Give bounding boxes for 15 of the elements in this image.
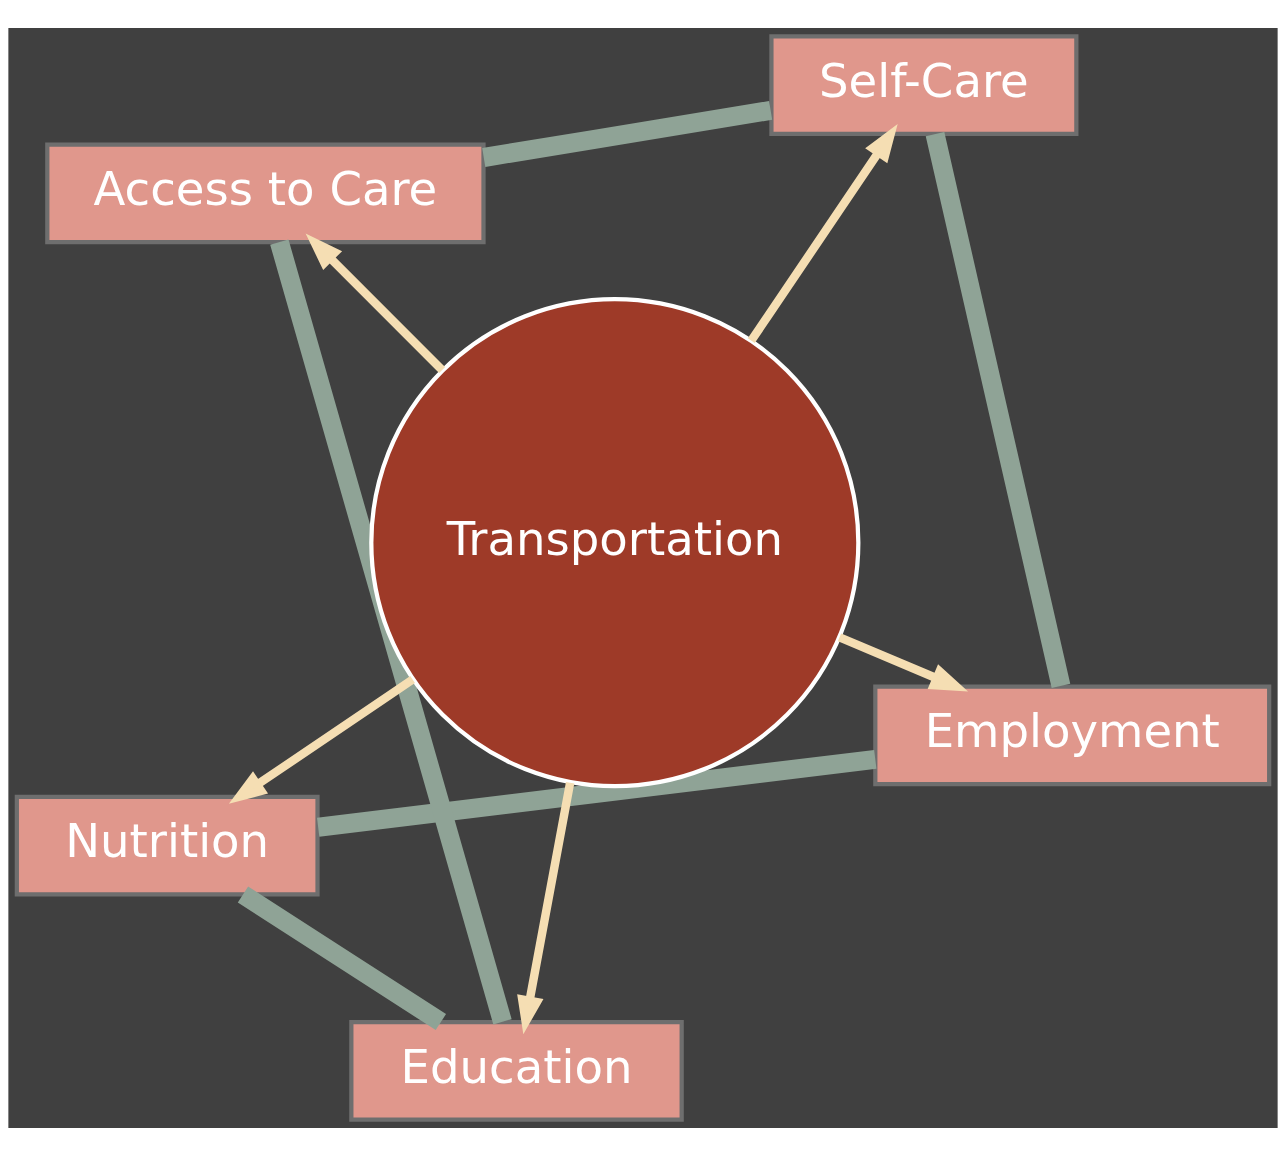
node-box: Self-Care <box>769 34 1079 136</box>
node-box: Access to Care <box>45 142 486 245</box>
connector <box>237 886 446 1031</box>
connector <box>317 749 877 837</box>
arrow <box>228 676 415 804</box>
arrow <box>517 782 575 1035</box>
node-circle: Transportation <box>369 297 861 789</box>
connector <box>925 131 1071 689</box>
connector <box>482 100 773 167</box>
node-box: Nutrition <box>14 794 320 897</box>
node-box: Education <box>349 1020 684 1122</box>
arrow <box>837 633 969 692</box>
node-box: Employment <box>873 684 1272 787</box>
arrow <box>747 124 898 344</box>
arrow <box>305 233 446 374</box>
